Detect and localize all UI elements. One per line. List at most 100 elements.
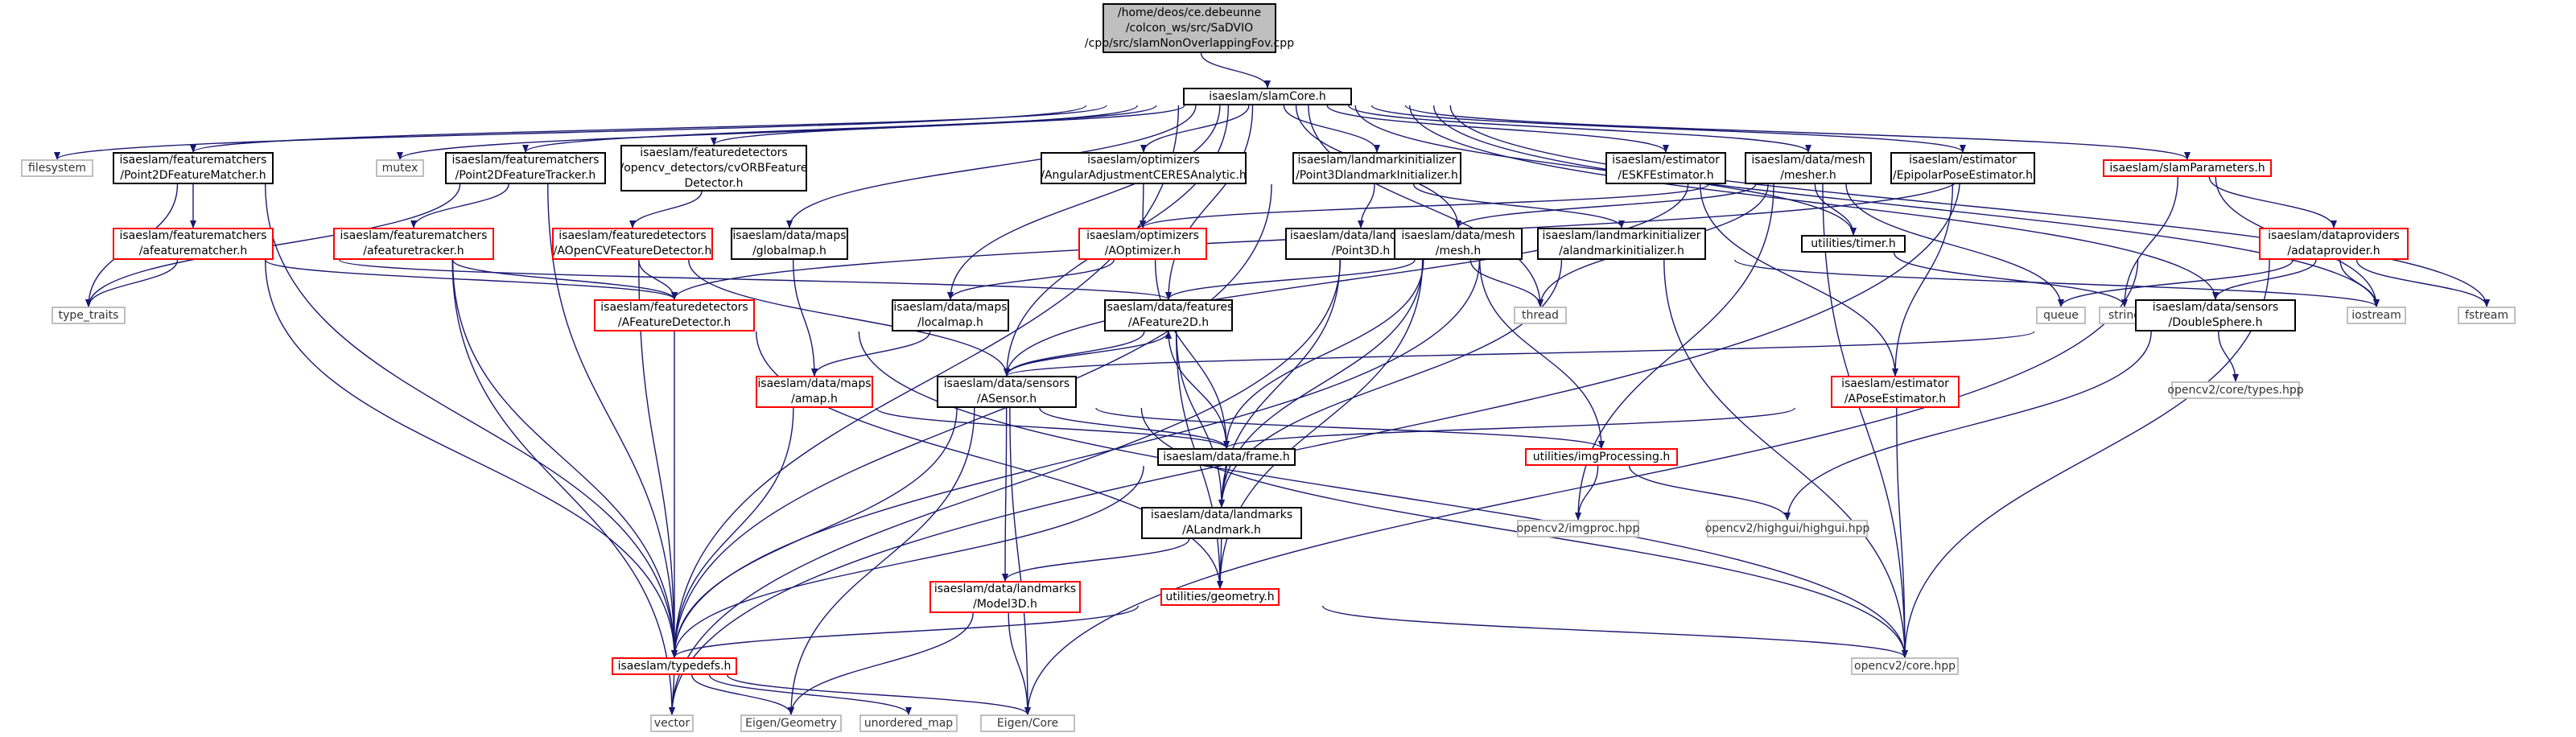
edge-dataprovider-to-doublesphere (2212, 259, 2317, 300)
node-thread[interactable]: thread (1514, 307, 1567, 324)
node-aoptimizer[interactable]: isaeslam/optimizers /AOptimizer.h (1078, 228, 1207, 260)
node-iostream[interactable]: iostream (2347, 307, 2406, 324)
edge-model3d-to-eigencore (1008, 612, 1031, 715)
edge-p3dinit-to-typedefs (671, 183, 1272, 658)
edge-afdetector-to-geometry (756, 331, 1223, 589)
edge-slamparams-to-string (2121, 176, 2178, 307)
node-cvcore[interactable]: opencv2/core.hpp (1851, 657, 1959, 675)
node-typedefs[interactable]: isaeslam/typedefs.h (612, 657, 737, 675)
node-afmatcher[interactable]: isaeslam/featurematchers /afeaturematche… (113, 228, 274, 260)
edge-aftracker-to-typedefs (451, 259, 678, 658)
edge-eskf-to-aposeest (1700, 183, 1898, 377)
node-filesystem[interactable]: filesystem (21, 159, 93, 177)
edge-slamcore-to-iostream (1433, 105, 2380, 307)
node-eigengeom[interactable]: Eigen/Geometry (740, 714, 842, 732)
node-vector[interactable]: vector (650, 714, 694, 732)
edge-globalmap-to-amap (792, 259, 818, 377)
node-amap[interactable]: isaeslam/data/maps /amap.h (756, 376, 873, 408)
node-eigencore[interactable]: Eigen/Core (980, 714, 1075, 732)
node-asensor[interactable]: isaeslam/data/sensors /ASensor.h (937, 376, 1077, 408)
edge-aposeest-to-frame (1223, 407, 1796, 449)
node-imgproc_u[interactable]: utilities/imgProcessing.h (1525, 448, 1678, 466)
edge-afeature2d-to-alandmark (1176, 331, 1225, 508)
node-frame[interactable]: isaeslam/data/frame.h (1157, 448, 1296, 466)
edge-afdetector-to-cvcore (858, 331, 1908, 658)
node-mesh[interactable]: isaeslam/data/mesh /mesh.h (1394, 228, 1523, 260)
edge-slamcore-to-localmap (947, 105, 1221, 300)
node-p2dtracker[interactable]: isaeslam/featurematchers /Point2DFeature… (445, 152, 606, 184)
node-localmap[interactable]: isaeslam/data/maps /localmap.h (892, 299, 1009, 331)
edge-typedefs-to-umap (708, 674, 912, 715)
node-alminit[interactable]: isaeslam/landmarkinitializer /alandmarki… (1537, 228, 1706, 260)
edge-aopencv-to-asensor (688, 259, 1010, 377)
edge-slamcore-to-filesystem (54, 105, 1087, 160)
edge-asensor-to-eigengeom (788, 407, 975, 715)
node-dataprovider[interactable]: isaeslam/dataproviders /adataprovider.h (2259, 228, 2409, 260)
edge-mesher-to-cvcore (1822, 183, 1908, 658)
node-mesher[interactable]: isaeslam/data/mesh /mesher.h (1745, 152, 1872, 184)
node-model3d[interactable]: isaeslam/data/landmarks /Model3D.h (929, 581, 1081, 613)
node-queue[interactable]: queue (2036, 307, 2086, 324)
node-highgui[interactable]: opencv2/highgui/highgui.hpp (1705, 520, 1869, 537)
edge-mesher-to-aoptimizer (1140, 183, 1709, 229)
edge-aopencv-to-afdetector (638, 259, 678, 300)
edge-geometry-to-cvcore (1321, 605, 1908, 658)
edge-slamcore-to-timer (1354, 105, 1857, 236)
edge-geometry-to-typedefs (671, 605, 1139, 658)
edge-amap-to-typedefs (671, 407, 794, 658)
node-angadj[interactable]: isaeslam/optimizers /AngularAdjustmentCE… (1041, 152, 1247, 184)
edge-frame-to-typedefs (671, 465, 1144, 658)
edge-slamparams-to-vector (669, 176, 1961, 715)
node-cvorb[interactable]: isaeslam/featuredetectors /opencv_detect… (620, 145, 808, 191)
node-mutex[interactable]: mutex (376, 159, 424, 177)
edge-mesher-to-timer (1814, 183, 1857, 236)
node-geometry[interactable]: utilities/geometry.h (1160, 588, 1280, 606)
node-epipolar[interactable]: isaeslam/estimator /EpipolarPoseEstimato… (1890, 152, 2035, 184)
edge-mesher-to-asensor (1004, 183, 1689, 377)
node-aposeest[interactable]: isaeslam/estimator /APoseEstimator.h (1831, 376, 1960, 408)
edge-cvorb-to-aopencv (629, 191, 703, 229)
node-globalmap[interactable]: isaeslam/data/maps /globalmap.h (731, 228, 848, 260)
node-cvimgproc[interactable]: opencv2/imgproc.hpp (1517, 520, 1639, 537)
edge-p3dinit-to-alminit (1412, 183, 1625, 229)
node-root[interactable]: /home/deos/ce.debeunne /colcon_ws/src/Sa… (1085, 3, 1294, 53)
node-afeature2d[interactable]: isaeslam/data/features /AFeature2D.h (1104, 299, 1233, 331)
edge-p2dtracker-to-typedefs (547, 183, 678, 658)
node-slamparams[interactable]: isaeslam/slamParameters.h (2103, 159, 2272, 177)
edge-afeature2d-to-asensor (1004, 331, 1145, 377)
edge-p2dtracker-to-aftracker (410, 183, 509, 229)
edge-typedefs-to-vector (669, 674, 676, 715)
node-cvtypes[interactable]: opencv2/core/types.hpp (2167, 381, 2304, 399)
edge-alminit-to-iostream (1734, 259, 2380, 307)
edge-afmatcher-to-typedefs (265, 259, 678, 658)
node-eskf[interactable]: isaeslam/estimator /ESKFEstimator.h (1605, 152, 1726, 184)
edge-aftracker-to-vector (451, 259, 675, 715)
node-p3dinit[interactable]: isaeslam/landmarkinitializer /Point3Dlan… (1292, 152, 1461, 184)
edge-slamcore-to-angadj (1140, 105, 1250, 153)
edge-slamcore-to-mesher (1348, 105, 1811, 153)
node-afdetector[interactable]: isaeslam/featuredetectors /AFeatureDetec… (594, 299, 755, 331)
edge-slamcore-to-cvorb (711, 105, 1185, 146)
node-slamcore[interactable]: isaeslam/slamCore.h (1183, 88, 1352, 105)
edge-mesh-to-afeature2d (1165, 259, 1416, 300)
edge-imgproc_u-to-highgui (1628, 465, 1791, 521)
edge-aopencv-to-typedefs (638, 259, 678, 658)
node-p2dmatcher[interactable]: isaeslam/featurematchers /Point2DFeature… (113, 152, 274, 184)
edge-asensor-to-afeature2d (1006, 331, 1172, 377)
node-aopencv[interactable]: isaeslam/featuredetectors /AOpenCVFeatur… (552, 228, 713, 260)
node-umap[interactable]: unordered_map (859, 714, 958, 732)
node-doublesphere[interactable]: isaeslam/data/sensors /DoubleSphere.h (2135, 299, 2296, 331)
edge-timer-to-string (1893, 252, 2128, 307)
node-typetraits[interactable]: type_traits (52, 307, 126, 324)
edge-frame-to-alandmark (1218, 465, 1226, 508)
edge-asensor-to-eigencore (1009, 407, 1031, 715)
node-timer[interactable]: utilities/timer.h (1801, 235, 1906, 253)
node-fstream[interactable]: fstream (2458, 307, 2516, 324)
edge-afmatcher-to-afdetector (265, 259, 678, 300)
edge-slamparams-to-dataprovider (2208, 176, 2337, 229)
node-alandmark[interactable]: isaeslam/data/landmarks /ALandmark.h (1141, 507, 1302, 539)
node-aftracker[interactable]: isaeslam/featurematchers /afeaturetracke… (333, 228, 494, 260)
edge-p2dmatcher-to-typedefs (265, 183, 678, 658)
edge-model3d-to-eigengeom (788, 612, 974, 715)
edge-asensor-to-frame (1039, 407, 1230, 449)
